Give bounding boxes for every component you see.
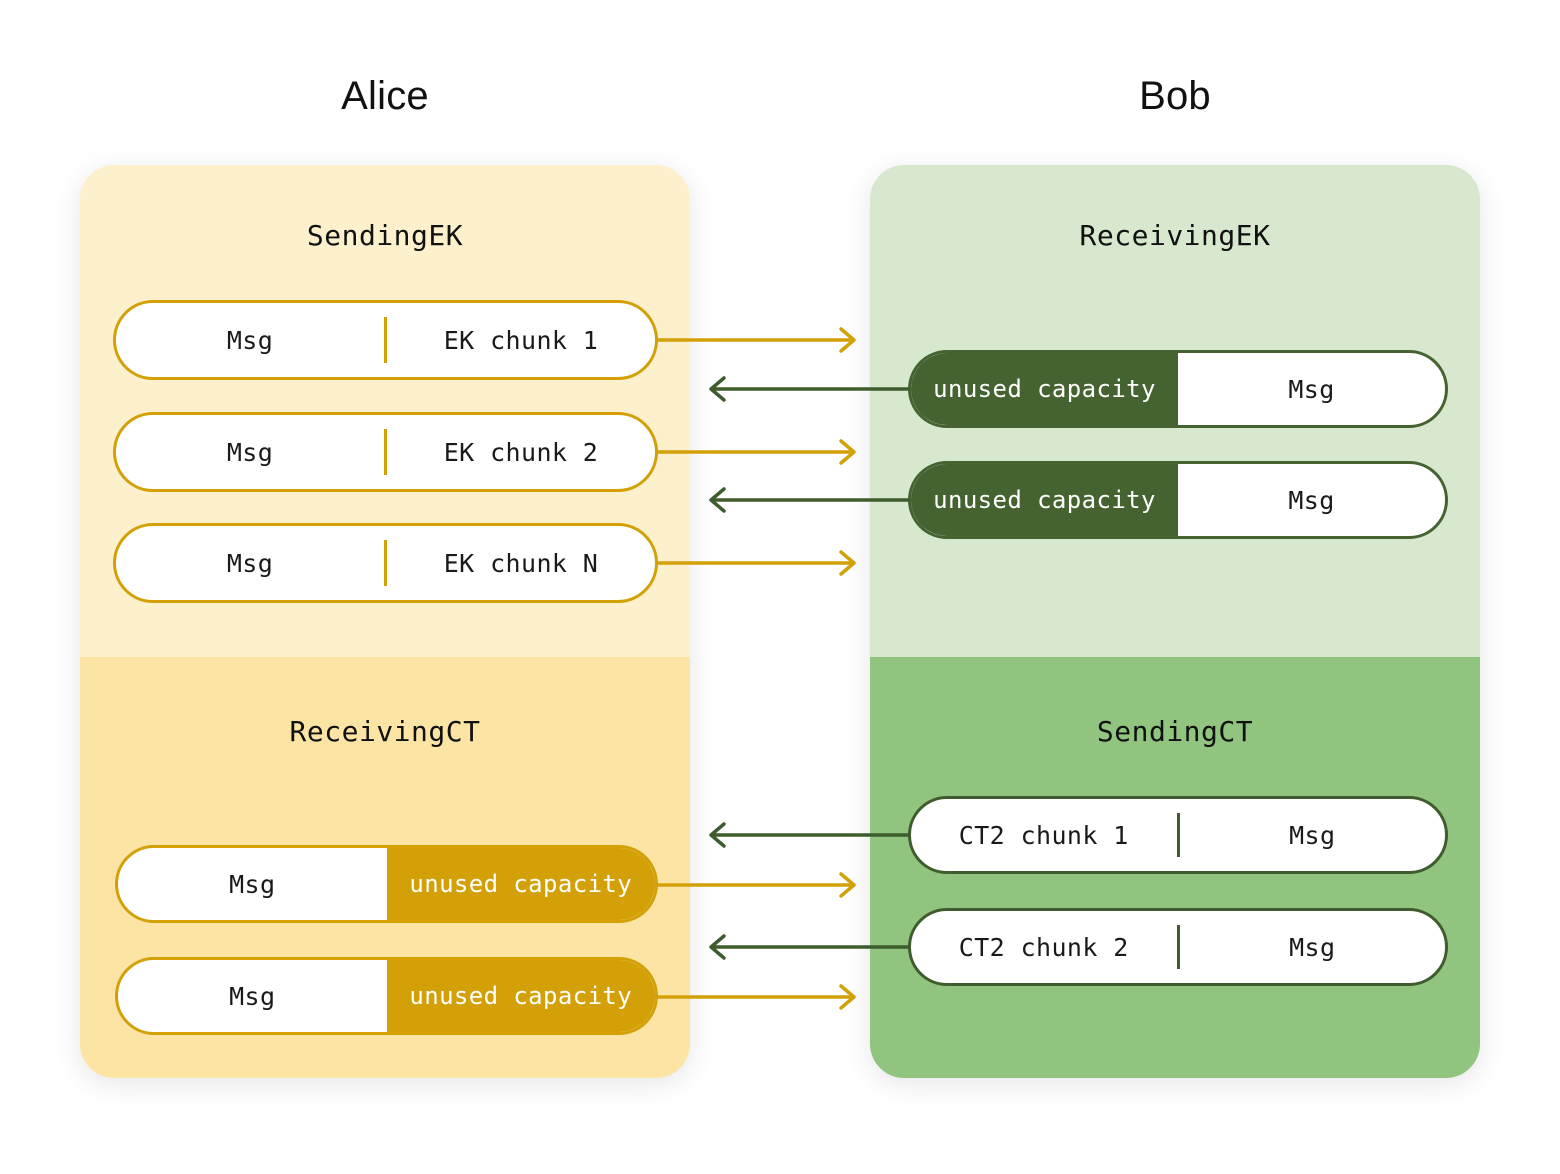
pill-segment-msg: Msg bbox=[1288, 374, 1335, 404]
pill-segment-ct2-chunk: CT2 chunk 1 bbox=[958, 820, 1129, 850]
pill-segment-msg: Msg bbox=[1176, 925, 1446, 969]
pill-segment-unused-capacity: unused capacity bbox=[911, 353, 1178, 425]
pill-segment-msg: Msg bbox=[229, 869, 276, 899]
pill-segment-unused-capacity: unused capacity bbox=[911, 464, 1178, 536]
pill-segment-msg: Msg bbox=[226, 325, 274, 355]
pill-segment-ct2-chunk: CT2 chunk 2 bbox=[958, 932, 1129, 962]
pill-segment-msg: Msg bbox=[226, 437, 274, 467]
arrow-bob-to-alice-ct2-chunk-2 bbox=[706, 932, 911, 962]
pill-segment-ek-chunk: EK chunk 2 bbox=[384, 429, 655, 475]
sending-ek-row: Msg EK chunk N bbox=[113, 523, 658, 603]
receiving-ct-row: Msg unused capacity bbox=[115, 957, 658, 1035]
sending-ct-row: CT2 chunk 1 Msg bbox=[908, 796, 1448, 874]
pill-segment-ek-chunk: EK chunk N bbox=[384, 540, 655, 586]
pill-segment-msg: Msg bbox=[1176, 813, 1446, 857]
section-title-sending-ek: SendingEK bbox=[306, 219, 464, 252]
section-title-sending-ct: SendingCT bbox=[1096, 715, 1254, 748]
arrow-alice-to-bob-ek-chunk-n bbox=[656, 548, 861, 578]
pill-segment-unused-capacity: unused capacity bbox=[386, 848, 655, 920]
arrow-bob-to-alice-ek-msg-1 bbox=[706, 374, 911, 404]
arrow-bob-to-alice-ct2-chunk-1 bbox=[706, 820, 911, 850]
sending-ek-row: Msg EK chunk 2 bbox=[113, 412, 658, 492]
receiving-ek-row: unused capacity Msg bbox=[908, 461, 1448, 539]
receiving-ct-row: Msg unused capacity bbox=[115, 845, 658, 923]
pill-segment-msg: Msg bbox=[1288, 485, 1335, 515]
arrow-alice-to-bob-ct-msg-2 bbox=[656, 982, 861, 1012]
party-title-alice: Alice bbox=[341, 74, 429, 118]
arrow-alice-to-bob-ek-chunk-1 bbox=[656, 325, 861, 355]
sending-ct-row: CT2 chunk 2 Msg bbox=[908, 908, 1448, 986]
receiving-ek-row: unused capacity Msg bbox=[908, 350, 1448, 428]
pill-segment-unused-capacity: unused capacity bbox=[386, 960, 655, 1032]
arrow-bob-to-alice-ek-msg-2 bbox=[706, 485, 911, 515]
section-title-receiving-ct: ReceivingCT bbox=[289, 715, 481, 748]
arrow-alice-to-bob-ek-chunk-2 bbox=[656, 437, 861, 467]
sending-ek-row: Msg EK chunk 1 bbox=[113, 300, 658, 380]
pill-segment-msg: Msg bbox=[226, 548, 274, 578]
party-title-bob: Bob bbox=[1139, 74, 1211, 118]
section-title-receiving-ek: ReceivingEK bbox=[1079, 219, 1271, 252]
arrow-alice-to-bob-ct-msg-1 bbox=[656, 870, 861, 900]
pill-segment-msg: Msg bbox=[229, 981, 276, 1011]
pill-segment-ek-chunk: EK chunk 1 bbox=[384, 317, 655, 363]
